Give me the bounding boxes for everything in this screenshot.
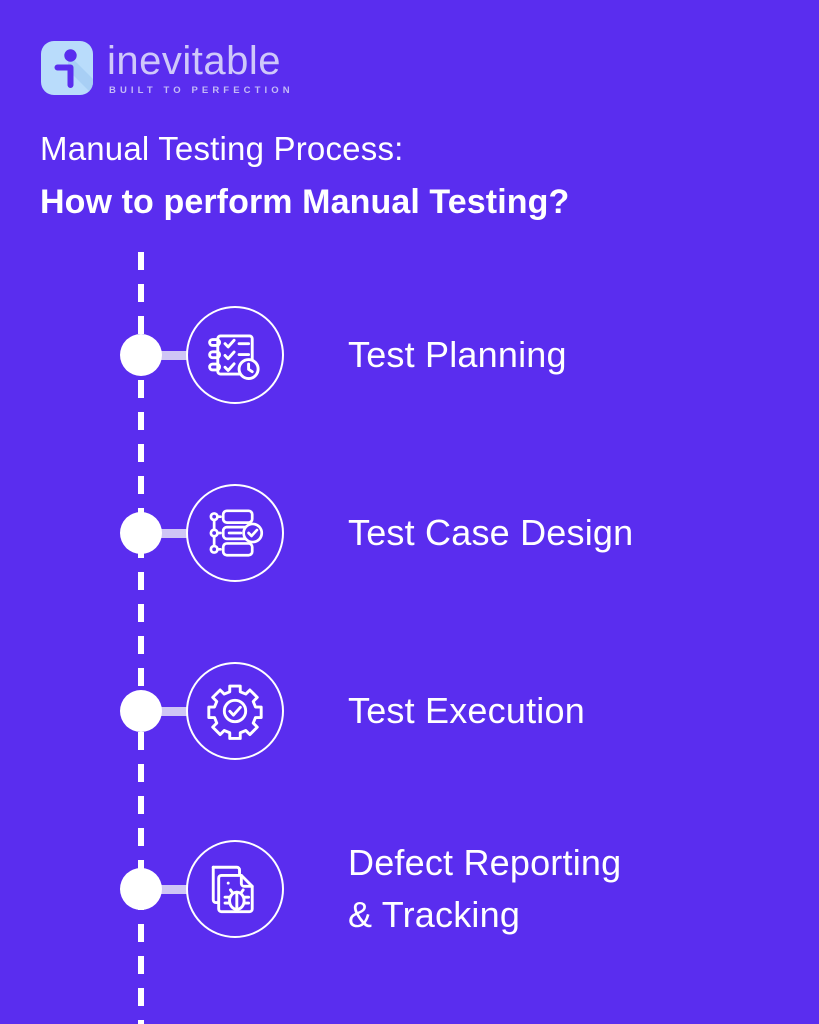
page-title: Manual Testing Process: How to perform M… [40,128,740,224]
brand-wordmark: inevitable [107,39,282,83]
process-timeline: Test Planning [0,252,819,1024]
flowchart-check-icon [206,504,264,562]
step-label: Test Case Design [348,511,634,553]
brand-logo: inevitable BUILT TO PERFECTION [40,40,294,96]
timeline-step-test-execution[interactable]: Test Execution [0,651,819,771]
brand-tagline: BUILT TO PERFECTION [109,85,294,96]
step-icon-badge [186,484,284,582]
checklist-clock-icon [206,326,264,384]
gear-check-icon [206,682,264,740]
timeline-step-test-case-design[interactable]: Test Case Design [0,473,819,593]
brand-text-block: inevitable BUILT TO PERFECTION [107,40,294,96]
timeline-connector [158,350,206,360]
inevitable-logo-icon [40,40,94,96]
title-main-question: How to perform Manual Testing? [40,183,570,222]
step-icon-badge [186,662,284,760]
timeline-connector [158,706,206,716]
timeline-step-test-planning[interactable]: Test Planning [0,295,819,415]
title-subheading: Manual Testing Process: [40,130,404,167]
timeline-dashed-axis [138,252,144,1024]
timeline-connector [158,884,206,894]
step-label: Defect Reporting & Tracking [348,841,622,935]
timeline-connector [158,528,206,538]
step-icon-badge [186,840,284,938]
step-label: Test Execution [348,689,585,731]
timeline-step-defect-reporting-tracking[interactable]: Defect Reporting & Tracking [0,829,819,949]
documents-bug-icon [206,860,264,918]
timeline-dot [120,334,162,376]
timeline-dot [120,868,162,910]
timeline-dot [120,512,162,554]
timeline-dot [120,690,162,732]
step-label: Test Planning [348,333,567,375]
step-icon-badge [186,306,284,404]
